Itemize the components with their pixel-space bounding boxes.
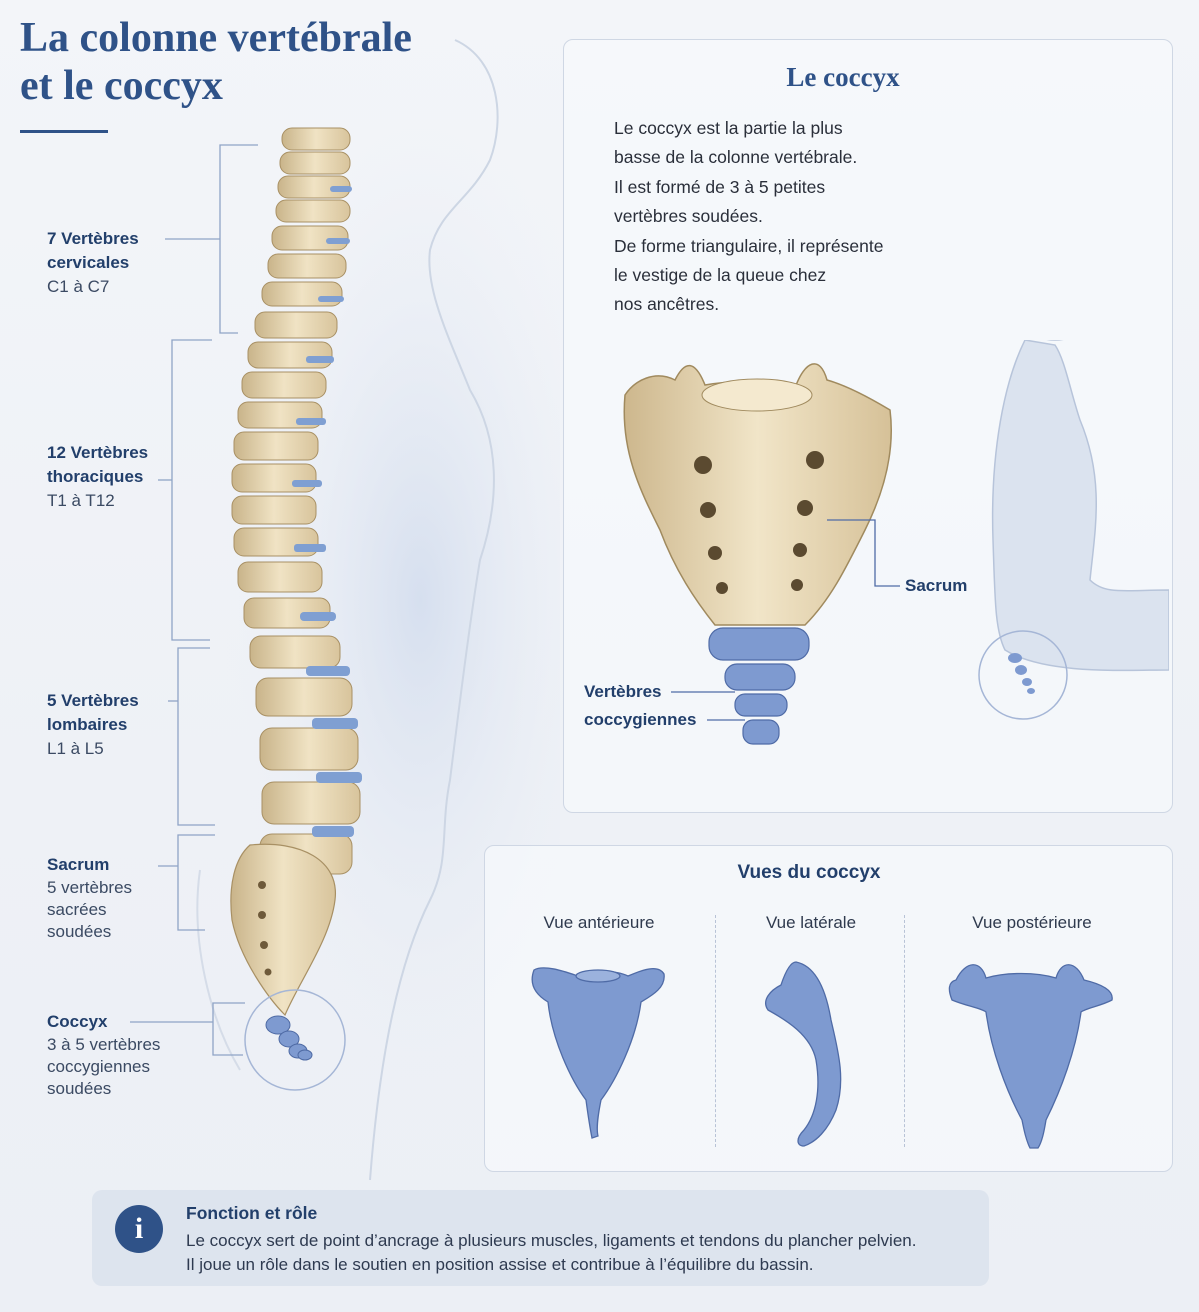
label-cervical: 7 Vertèbres cervicales C1 à C7 <box>47 227 139 299</box>
info-line-1: Le coccyx sert de point d’ancrage à plus… <box>186 1231 917 1250</box>
cervical-title-1: 7 Vertèbres <box>47 229 139 248</box>
vertebral-column <box>231 127 361 875</box>
label-lumbar: 5 Vertèbres lombaires L1 à L5 <box>47 689 139 761</box>
sacrum-coccyx-illustration <box>623 340 1169 745</box>
anterior-view-label: Vue antérieure <box>543 913 655 932</box>
lumbar-title-1: 5 Vertèbres <box>47 691 139 710</box>
coccygeal-callout: Vertèbres coccygiennes <box>584 678 696 734</box>
info-icon: i <box>115 1205 163 1253</box>
thoracic-title-2: thoraciques <box>47 467 144 486</box>
coccygeal-callout-line-1: Vertèbres <box>584 682 662 701</box>
info-line-2: Il joue un rôle dans le soutien en posit… <box>186 1255 814 1274</box>
label-thoracic: 12 Vertèbres thoraciques T1 à T12 <box>47 441 148 513</box>
coccyx-line-3: soudées <box>47 1079 112 1098</box>
sacrum-callout: Sacrum <box>905 576 968 595</box>
cervical-range: C1 à C7 <box>47 277 110 296</box>
coccyx-views-illustration <box>531 961 1113 1149</box>
sacrum-line-2: sacrées <box>47 900 107 919</box>
desc-line-1: Le coccyx est la partie la plus <box>614 118 843 138</box>
coccyx-line-2: coccygiennes <box>47 1057 151 1076</box>
lateral-view-shape <box>765 961 842 1147</box>
coccyx-line-1: 3 à 5 vertèbres <box>47 1035 161 1054</box>
coccygeal-callout-line-2: coccygiennes <box>584 710 697 729</box>
spine-illustration <box>130 39 560 1180</box>
info-box <box>92 1190 989 1286</box>
sacrum-title: Sacrum <box>47 855 110 874</box>
cervical-title-2: cervicales <box>47 253 130 272</box>
label-coccyx: Coccyx 3 à 5 vertèbres coccygiennes soud… <box>47 1010 160 1100</box>
desc-line-5: De forme triangulaire, il représente <box>614 235 884 256</box>
desc-line-4: vertèbres soudées. <box>614 206 763 227</box>
desc-line-6: le vestige de la queue chez <box>614 265 827 286</box>
title-underline <box>20 130 108 133</box>
sacrum-shape <box>230 843 336 1017</box>
seated-figure <box>991 340 1169 672</box>
posterior-view-label: Vue postérieure <box>972 913 1092 932</box>
views-separator-2 <box>904 915 905 1147</box>
sacrum-line-3: soudées <box>47 922 112 941</box>
info-text: Le coccyx sert de point d’ancrage à plus… <box>186 1229 916 1277</box>
anterior-view-shape <box>531 967 665 1139</box>
thoracic-range: T1 à T12 <box>47 491 115 510</box>
thoracic-title-1: 12 Vertèbres <box>47 443 149 462</box>
desc-line-3: Il est formé de 3 à 5 petites <box>614 176 826 197</box>
lateral-view-label: Vue latérale <box>765 913 857 932</box>
panel-coccyx <box>708 627 810 745</box>
coccyx-panel-title: Le coccyx <box>786 62 900 92</box>
coccyx-highlight-circle <box>244 989 346 1091</box>
label-sacrum: Sacrum 5 vertèbres sacrées soudées <box>47 853 132 943</box>
lumbar-title-2: lombaires <box>47 715 128 734</box>
seated-coccyx-circle <box>978 630 1068 720</box>
lumbar-range: L1 à L5 <box>47 739 104 758</box>
body-silhouette <box>369 39 499 1180</box>
coccyx-description: Le coccyx est la partie la plus basse de… <box>614 114 944 320</box>
sacrum-line-1: 5 vertèbres <box>47 878 133 897</box>
desc-line-7: nos ancêtres. <box>614 294 720 315</box>
views-title: Vues du coccyx <box>737 862 881 883</box>
views-separator-1 <box>715 915 716 1147</box>
spine-coccyx <box>265 1015 313 1061</box>
desc-line-2: basse de la colonne vertébrale. <box>614 147 858 168</box>
title-line-2: et le coccyx <box>20 63 223 109</box>
title-line-1: La colonne vertébrale <box>20 15 412 61</box>
info-title: Fonction et rôle <box>186 1203 318 1223</box>
posterior-view-shape <box>948 964 1113 1149</box>
page-title: La colonne vertébrale et le coccyx <box>20 14 412 110</box>
coccyx-title: Coccyx <box>47 1012 108 1031</box>
